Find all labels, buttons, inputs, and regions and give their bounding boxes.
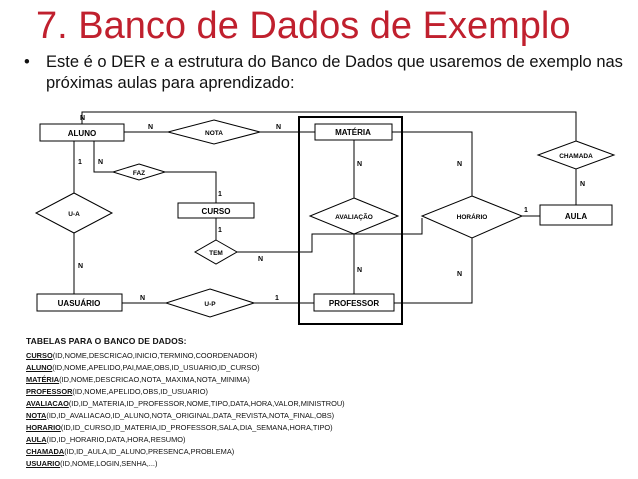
bullet-text: Este é o DER e a estrutura do Banco de D… bbox=[46, 53, 623, 92]
connector-lines bbox=[73, 111, 577, 325]
highlight-frame bbox=[298, 116, 403, 325]
relationship-avaliacao-label: AVALIAÇÃO bbox=[335, 212, 373, 221]
relationship-up-label: U-P bbox=[204, 301, 216, 308]
table-name: CURSO bbox=[26, 351, 53, 360]
table-row: AVALIACAO(ID,ID_MATERIA,ID_PROFESSOR,NOM… bbox=[26, 398, 426, 410]
line-materia-horario bbox=[392, 131, 473, 196]
line-aluno-faz bbox=[93, 141, 113, 173]
relationship-nota-label: NOTA bbox=[205, 130, 223, 137]
card-aluno-chamada: N bbox=[80, 115, 85, 122]
table-row: AULA(ID,ID_HORARIO,DATA,HORA,RESUMO) bbox=[26, 434, 426, 446]
card-up-professor: 1 bbox=[275, 295, 279, 302]
table-row: MATÉRIA(ID,NOME,DESCRICAO,NOTA_MAXIMA,NO… bbox=[26, 374, 426, 386]
entity-usuario-label: UASUÁRIO bbox=[58, 299, 101, 308]
relationship-horario: HORÁRIO bbox=[420, 195, 524, 239]
relationship-chamada: CHAMADA bbox=[536, 140, 616, 170]
slide-title: 7. Banco de Dados de Exemplo bbox=[36, 5, 571, 47]
tables-header: TABELAS PARA O BANCO DE DADOS: bbox=[26, 336, 187, 346]
table-fields: (ID,NOME,LOGIN,SENHA,...) bbox=[60, 459, 158, 468]
card-nota-materia: N bbox=[276, 124, 281, 131]
table-name: CHAMADA bbox=[26, 447, 65, 456]
entity-curso: CURSO bbox=[177, 202, 255, 219]
entity-usuario: UASUÁRIO bbox=[36, 293, 123, 312]
relationship-tem-label: TEM bbox=[209, 250, 223, 257]
card-materia-avaliacao: N bbox=[357, 161, 362, 168]
table-name: AVALIACAO bbox=[26, 399, 69, 408]
tables-list: TABELAS PARA O BANCO DE DADOS: CURSO(ID,… bbox=[26, 336, 426, 470]
bullet-marker: • bbox=[24, 53, 30, 71]
table-row: PROFESSOR(ID,NOME,APELIDO,OBS,ID_USUARIO… bbox=[26, 386, 426, 398]
table-row: ALUNO(ID,NOME,APELIDO,PAI,MAE,OBS,ID_USU… bbox=[26, 362, 426, 374]
table-name: HORARIO bbox=[26, 423, 61, 432]
card-aluno-nota: N bbox=[148, 124, 153, 131]
table-fields: (ID,ID_AVALIACAO,ID_ALUNO,NOTA_ORIGINAL,… bbox=[46, 411, 335, 420]
entity-professor-label: PROFESSOR bbox=[329, 299, 379, 308]
table-row: CHAMADA(ID,ID_AULA,ID_ALUNO,PRESENCA,PRO… bbox=[26, 446, 426, 458]
table-name: NOTA bbox=[26, 411, 47, 420]
table-name: AULA bbox=[26, 435, 47, 444]
table-row: CURSO(ID,NOME,DESCRICAO,INICIO,TERMINO,C… bbox=[26, 350, 426, 362]
line-faz-curso bbox=[165, 171, 217, 203]
entity-curso-label: CURSO bbox=[202, 207, 231, 216]
relationship-ua-label: U-A bbox=[68, 211, 80, 218]
relationship-avaliacao: AVALIAÇÃO bbox=[308, 197, 400, 235]
card-aluno-faz: N bbox=[98, 159, 103, 166]
relationship-chamada-label: CHAMADA bbox=[559, 153, 593, 160]
entity-materia-label: MATÉRIA bbox=[335, 128, 371, 137]
card-avaliacao-professor: N bbox=[357, 267, 362, 274]
table-fields: (ID,ID_HORARIO,DATA,HORA,RESUMO) bbox=[46, 435, 186, 444]
card-ua-usuario: N bbox=[78, 263, 83, 270]
table-fields: (ID,NOME,APELIDO,OBS,ID_USUARIO) bbox=[72, 387, 208, 396]
line-aluno-chamada bbox=[81, 111, 577, 141]
relationship-up: U-P bbox=[164, 288, 256, 318]
table-row: USUARIO(ID,NOME,LOGIN,SENHA,...) bbox=[26, 458, 426, 470]
card-faz-curso: 1 bbox=[218, 191, 222, 198]
relationship-tem: TEM bbox=[193, 239, 239, 265]
entity-professor: PROFESSOR bbox=[313, 293, 395, 312]
card-usuario-up: N bbox=[140, 295, 145, 302]
table-row: HORARIO(ID,ID_CURSO,ID_MATERIA,ID_PROFES… bbox=[26, 422, 426, 434]
table-fields: (ID,ID_CURSO,ID_MATERIA,ID_PROFESSOR,SAL… bbox=[60, 423, 333, 432]
entity-materia: MATÉRIA bbox=[314, 123, 393, 141]
bullet-paragraph: • Este é o DER e a estrutura do Banco de… bbox=[24, 52, 624, 94]
relationship-faz-label: FAZ bbox=[133, 170, 145, 177]
card-chamada-aula: N bbox=[580, 181, 585, 188]
table-fields: (ID,ID_MATERIA,ID_PROFESSOR,NOME,TIPO,DA… bbox=[68, 399, 345, 408]
card-aluno-ua: 1 bbox=[78, 159, 82, 166]
table-row: NOTA(ID,ID_AVALIACAO,ID_ALUNO,NOTA_ORIGI… bbox=[26, 410, 426, 422]
line-horario-professor bbox=[394, 238, 473, 304]
entity-aula: AULA bbox=[539, 204, 613, 226]
entity-aula-label: AULA bbox=[565, 212, 587, 221]
table-fields: (ID,NOME,DESCRICAO,INICIO,TERMINO,COORDE… bbox=[52, 351, 258, 360]
entity-aluno-label: ALUNO bbox=[68, 129, 96, 138]
card-horario-professor: N bbox=[457, 271, 462, 278]
card-materia-horario: N bbox=[457, 161, 462, 168]
card-tem-horario: N bbox=[258, 256, 263, 263]
cardinality-labels: N N N 1 N 1 N N N 1 1 N N N N N 1 bbox=[78, 115, 585, 302]
card-curso-tem: 1 bbox=[218, 227, 222, 234]
table-fields: (ID,NOME,APELIDO,PAI,MAE,OBS,ID_USUARIO,… bbox=[52, 363, 260, 372]
line-tem-horario bbox=[237, 218, 423, 253]
relationship-nota: NOTA bbox=[166, 119, 262, 145]
table-fields: (ID,NOME,DESCRICAO,NOTA_MAXIMA,NOTA_MINI… bbox=[59, 375, 250, 384]
card-horario-aula: 1 bbox=[524, 207, 528, 214]
relationship-ua: U-A bbox=[34, 192, 114, 234]
entity-aluno: ALUNO bbox=[39, 123, 125, 142]
table-name: ALUNO bbox=[26, 363, 53, 372]
table-name: PROFESSOR bbox=[26, 387, 73, 396]
table-name: USUARIO bbox=[26, 459, 61, 468]
relationship-faz: FAZ bbox=[111, 163, 167, 181]
table-name: MATÉRIA bbox=[26, 375, 60, 384]
table-fields: (ID,ID_AULA,ID_ALUNO,PRESENCA,PROBLEMA) bbox=[64, 447, 235, 456]
relationship-horario-label: HORÁRIO bbox=[457, 212, 488, 221]
